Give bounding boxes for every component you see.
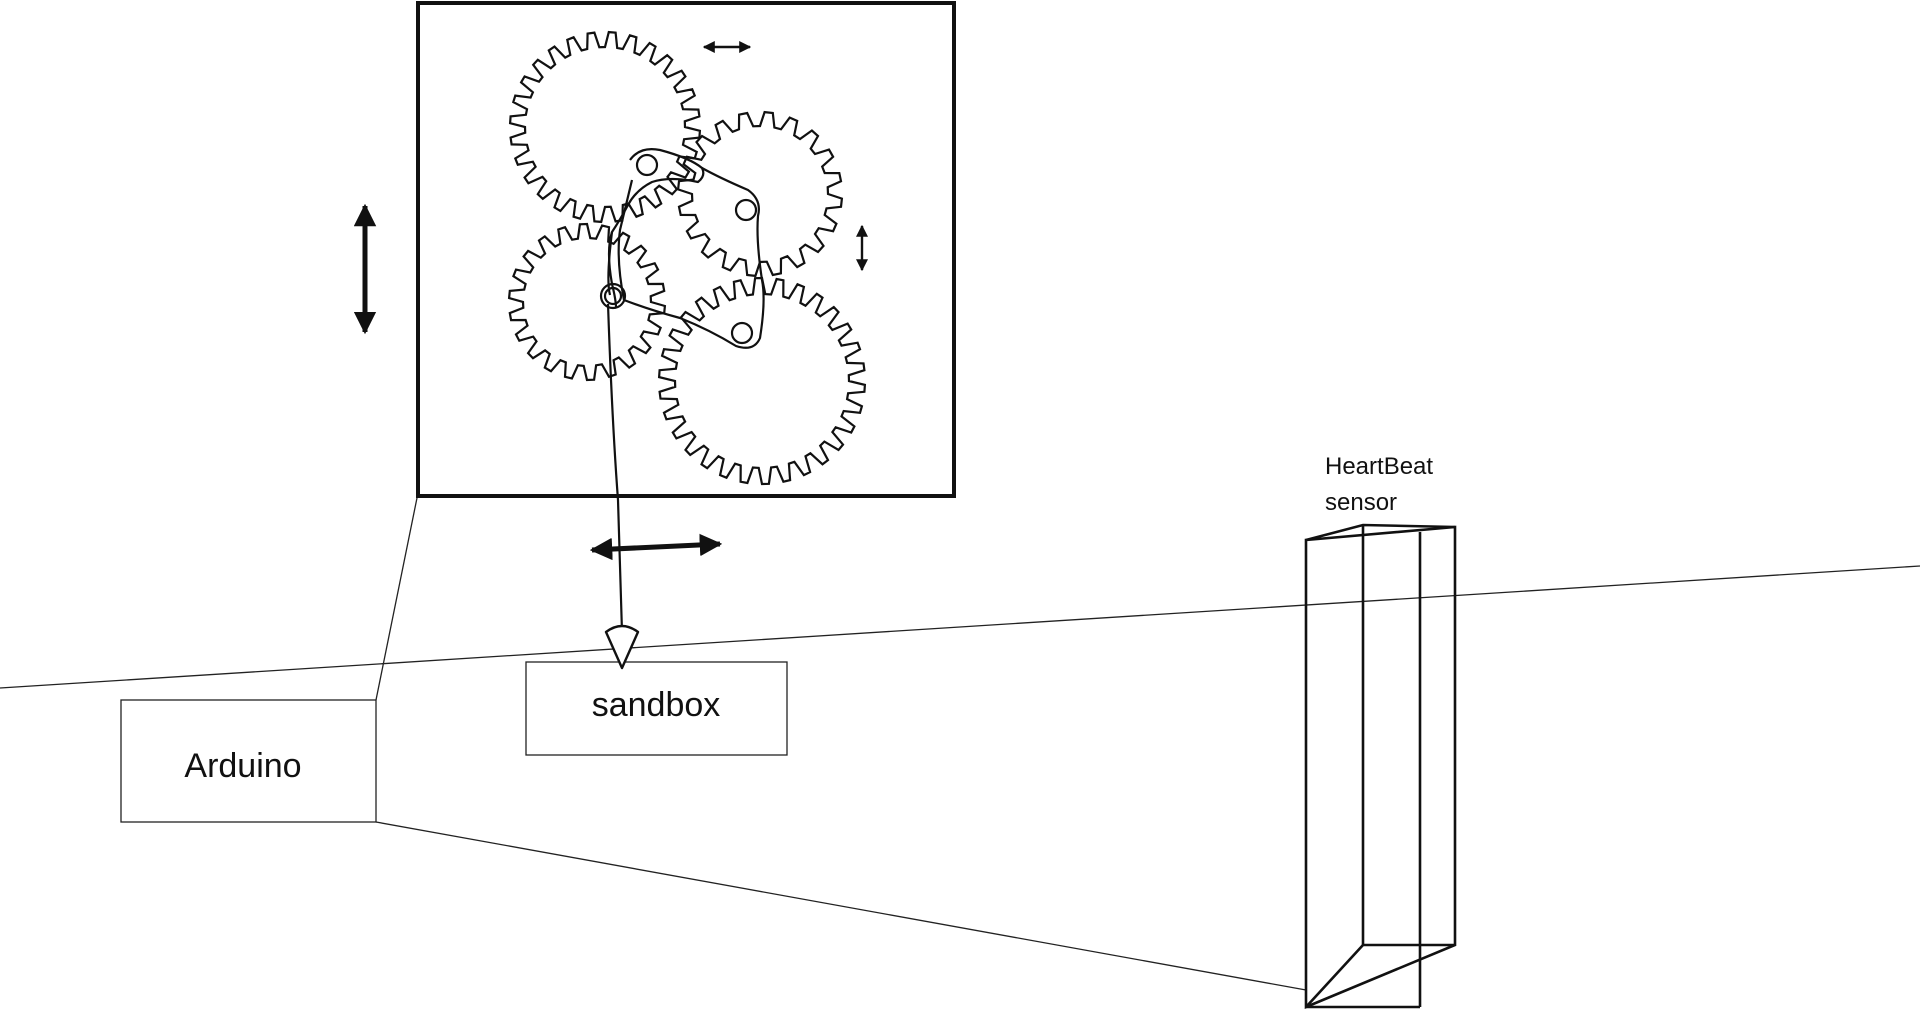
gear-top-right: [676, 110, 844, 278]
sandbox-box: sandbox: [525, 661, 788, 756]
pivot-joint: [635, 153, 659, 177]
sensor-label-line1: HeartBeat: [1325, 453, 1433, 480]
horizontal-motion-arrow-icon: [589, 533, 723, 561]
pivot-joint: [730, 321, 754, 345]
gear-middle-left: [507, 222, 667, 382]
sensor-label-line2: sensor: [1325, 489, 1397, 516]
linkage-arm-right: [623, 167, 765, 349]
gear-bottom-right: [657, 276, 867, 486]
pen-string: [606, 303, 624, 633]
pivot-joint: [734, 198, 758, 222]
linkage-arm-left: [607, 231, 614, 296]
gear-assembly: [507, 30, 867, 486]
pivot-joint: [603, 286, 623, 306]
linkage-arm-center: [617, 179, 634, 301]
arduino-label: Arduino: [184, 747, 301, 785]
sensor-front-face: [1304, 525, 1457, 1009]
horizon-line: [0, 565, 1920, 689]
pivot-joints: [599, 153, 758, 345]
linkage-arms: [607, 148, 765, 349]
sandbox-label: sandbox: [592, 686, 721, 724]
pen-tip-icon: [604, 624, 640, 670]
sensor-bottom-diagonal: [1305, 944, 1364, 1008]
heartbeat-sensor: HeartBeat sensor: [1304, 453, 1457, 1009]
gear-top-left: [508, 30, 702, 224]
pivot-joint: [599, 282, 627, 310]
arduino-box: Arduino: [120, 699, 377, 823]
arduino-to-frame-line: [375, 492, 419, 701]
arduino-to-sensor-line: [375, 821, 1307, 991]
